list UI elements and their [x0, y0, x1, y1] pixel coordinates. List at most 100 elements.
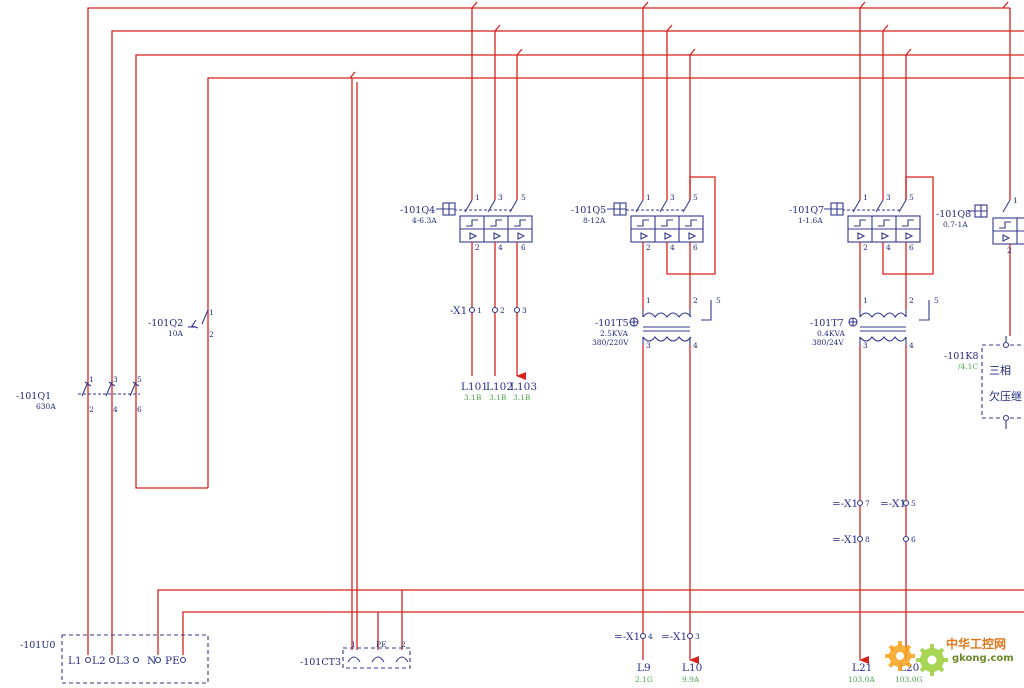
ct3-pin: 2 [401, 640, 406, 649]
output-current: 3.1B [464, 393, 482, 402]
watermark-url: gkong.com [952, 653, 1014, 664]
watermark-logo: 中华工控网 gkong.com [885, 636, 1014, 676]
u0-term: N [147, 655, 156, 667]
q4-pin: 5 [521, 193, 526, 202]
q8-pin: 2 [1007, 246, 1012, 255]
output-label: L101 [461, 381, 488, 393]
output-label: L102 [486, 381, 513, 393]
q8-id: -101Q8 [936, 209, 971, 220]
main-switch-q1: -101Q1 630A 1 3 5 2 4 6 [16, 375, 208, 655]
x1-num: 2 [500, 306, 505, 315]
q7-pin: 3 [886, 193, 891, 202]
q4-pin: 1 [475, 193, 480, 202]
output-current: 2.1G [635, 675, 653, 684]
x1-label: =-X1 [880, 498, 906, 510]
q4-rating: 4-6.3A [412, 216, 437, 225]
t5-pin: 2 [693, 296, 698, 305]
t5-power: 2.5KVA [600, 329, 628, 338]
t7-pin: 4 [909, 341, 914, 350]
gear-icon [885, 641, 915, 671]
x1-num: 6 [911, 535, 916, 544]
q4-pin: 4 [498, 243, 503, 252]
x1-num: 1 [477, 306, 482, 315]
q5-pin: 6 [693, 243, 698, 252]
breaker-q2: -101Q2 10A 1 2 [148, 308, 214, 339]
t5-pin: 3 [646, 341, 651, 350]
gear-icon [916, 644, 948, 676]
q8-rating: 0.7-1A [943, 220, 968, 229]
q2-pin: 2 [209, 330, 214, 339]
output-current: 103.0A [848, 675, 875, 684]
t5-voltage: 380/220V [592, 338, 629, 347]
motor-protector-q4: -101Q4 4-6.3A 1 3 5 2 4 6 [400, 8, 533, 376]
watermark-text: 中华工控网 [946, 636, 1006, 651]
q1-pin: 5 [137, 375, 142, 384]
u0-id: -101U0 [20, 640, 55, 651]
q5-pin: 2 [646, 243, 651, 252]
terminal-strip-x1-t7: =-X1 7 =-X1 5 =-X1 8 6 [832, 498, 916, 546]
t7-pin: 1 [863, 296, 868, 305]
k8-id: -101K8 [944, 351, 978, 362]
transformer-t5: -101T5 2.5KVA 380/220V 1 2 5 3 4 [592, 296, 721, 660]
x1-label: =-X1 [832, 534, 858, 546]
q5-pin: 3 [670, 193, 675, 202]
t7-pin: 3 [863, 341, 868, 350]
q7-id: -101Q7 [789, 205, 824, 216]
q5-pin: 5 [693, 193, 698, 202]
output-current: 3.1B [489, 393, 507, 402]
q1-pin: 3 [113, 375, 118, 384]
motor-protector-q7: -101Q7 1-1.6A 1 3 5 2 4 6 [789, 8, 934, 310]
x1-num: 8 [865, 535, 870, 544]
x1-num: 7 [865, 499, 870, 508]
q2-id: -101Q2 [148, 318, 183, 329]
output-label: L9 [637, 662, 651, 674]
q5-id: -101Q5 [571, 205, 606, 216]
motor-protector-q5: -101Q5 8-12A 1 3 5 2 4 6 [571, 8, 716, 310]
t7-power: 0.4KVA [817, 329, 845, 338]
q7-pin: 2 [863, 243, 868, 252]
q5-rating: 8-12A [583, 216, 606, 225]
bus-wires [87, 1, 1024, 488]
ct3-pin: PE [376, 640, 387, 649]
t7-pin: 5 [934, 296, 939, 305]
terminal-strip-x1-t5: =-X1 4 =-X1 3 [614, 631, 700, 643]
q4-pin: 3 [498, 193, 503, 202]
x1-num: 4 [648, 632, 653, 641]
x1-label: =-X1 [661, 631, 687, 643]
x1-label: =-X1 [614, 631, 640, 643]
t7-id: -101T7 [810, 318, 844, 329]
q4-id: -101Q4 [400, 205, 435, 216]
transformer-t7: -101T7 0.4KVA 380/24V 1 2 5 3 4 [810, 296, 939, 664]
u0-term: L2 [92, 655, 106, 667]
q1-pin: 4 [113, 405, 118, 414]
output-current: 9.9A [682, 675, 700, 684]
t7-pin: 2 [909, 296, 914, 305]
q2-pin: 1 [209, 308, 214, 317]
output-label: L103 [510, 381, 537, 393]
u0-term: PE [165, 655, 180, 667]
motor-protector-q8: -101Q8 0.7-1A 1 2 [936, 8, 1024, 336]
t5-pin: 1 [646, 296, 651, 305]
t7-voltage: 380/24V [812, 338, 844, 347]
q5-pin: 1 [646, 193, 651, 202]
x1-label: -X1 [450, 305, 467, 317]
ct3-pin: 1 [351, 640, 356, 649]
x1-label: =-X1 [832, 498, 858, 510]
output-current: 3.1B [513, 393, 531, 402]
u0-term: L1 [68, 655, 82, 667]
relay-k8: -101K8 /4.1C 三相 欠压继 [944, 336, 1024, 429]
output-current: 103.0G [895, 675, 922, 684]
k8-text1: 三相 [989, 364, 1011, 377]
x1-num: 3 [695, 632, 700, 641]
supply-u0: -101U0 L1 L2 L3 N PE [20, 634, 209, 684]
x1-num: 5 [911, 499, 916, 508]
q5-pin: 4 [670, 243, 675, 252]
t5-pin: 4 [693, 341, 698, 350]
t5-id: -101T5 [595, 318, 629, 329]
ct3-id: -101CT3 [300, 657, 341, 668]
q4-pin: 6 [521, 243, 526, 252]
q1-pin: 6 [137, 405, 142, 414]
output-labels: L101 3.1B L102 3.1B L103 3.1B L9 2.1G L1… [461, 381, 922, 684]
t5-pin: 5 [716, 296, 721, 305]
